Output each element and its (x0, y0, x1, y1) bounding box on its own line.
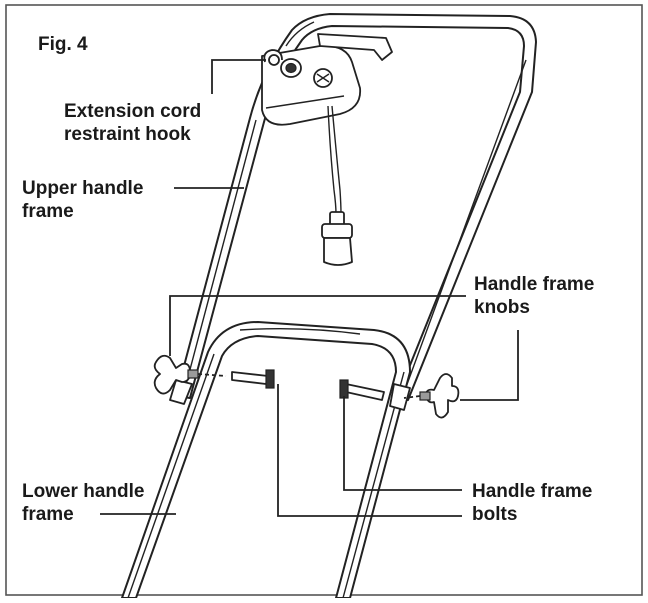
label-line: Lower handle (22, 481, 145, 502)
left-bolt-icon (231, 369, 275, 389)
hook-leader-line (211, 59, 266, 94)
label-handle-frame-bolts: Handle frame bolts (472, 480, 592, 526)
right-knob-icon (403, 373, 460, 419)
left-knob-icon (153, 354, 227, 395)
label-line: frame (22, 201, 74, 222)
left-bolt-leader-line (277, 384, 462, 517)
right-bolt-icon (339, 379, 385, 401)
label-extension-cord-hook: Extension cord restraint hook (64, 100, 201, 146)
label-lower-handle-frame: Lower handle frame (22, 480, 144, 526)
right-bolt-leader-line (343, 396, 462, 491)
right-knob-leader-line (460, 330, 519, 401)
label-handle-frame-knobs: Handle frame knobs (474, 273, 594, 319)
label-line: frame (22, 504, 74, 525)
lower-handle-frame-icon (121, 321, 411, 599)
hook-icon (263, 49, 283, 66)
left-knob-leader-line (169, 295, 466, 356)
label-line: knobs (474, 297, 530, 318)
label-line: Extension cord (64, 101, 202, 122)
figure-title: Fig. 4 (38, 34, 88, 55)
switch-housing-icon (261, 33, 393, 126)
frame-overlap-icon (169, 379, 411, 411)
label-line: bolts (472, 504, 518, 525)
label-line: Handle frame (474, 274, 595, 295)
label-upper-handle-frame: Upper handle frame (22, 177, 143, 223)
label-line: Handle frame (472, 481, 593, 502)
cord-plug-icon (321, 105, 353, 266)
label-line: Upper handle (22, 178, 144, 199)
label-line: restraint hook (64, 124, 191, 145)
